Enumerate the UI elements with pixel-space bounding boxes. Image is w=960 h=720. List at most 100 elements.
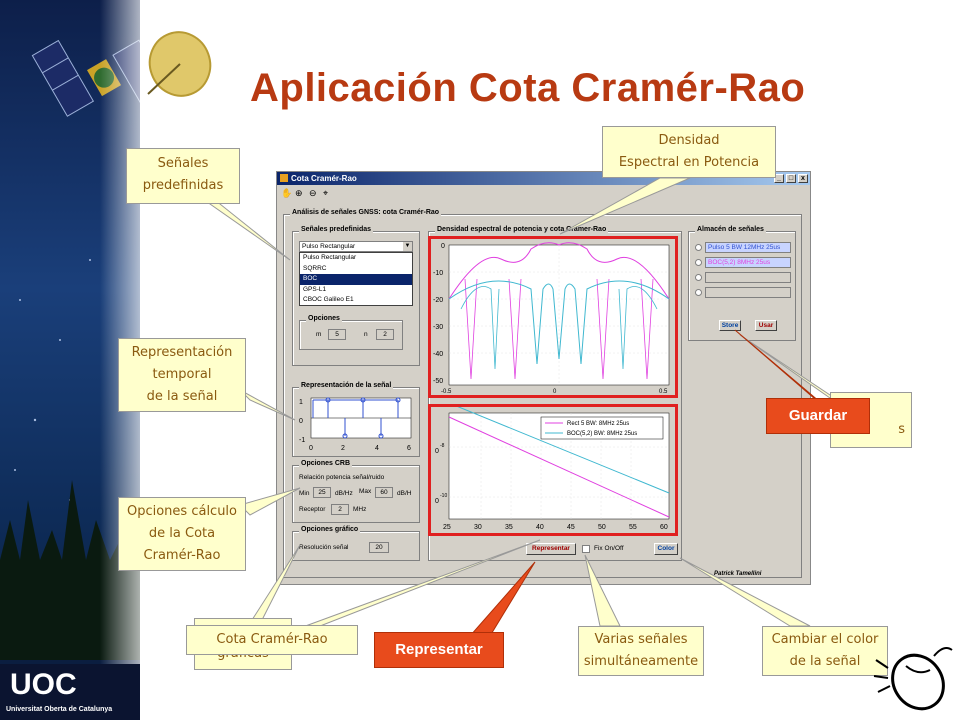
- psd-boc-series: [448, 280, 670, 365]
- minimize-button[interactable]: _: [774, 174, 784, 183]
- min-input[interactable]: 25: [313, 487, 331, 498]
- main-panel-title: Análisis de señales GNSS: cota Cramér-Ra…: [290, 209, 442, 216]
- repr-xtick: 2: [341, 445, 345, 452]
- callout-repr-line3: de la señal: [146, 389, 218, 404]
- signal-option[interactable]: GPS-L1: [303, 285, 327, 293]
- graph-options-title: Opciones gráfico: [299, 526, 361, 533]
- crb-boc-line: [448, 402, 670, 494]
- signal-option[interactable]: CBOC Galileo E1: [303, 296, 354, 304]
- crb-rect-line: [448, 416, 670, 518]
- max-label: Max: [359, 488, 372, 495]
- crb-ytick-bot: 0: [435, 498, 439, 505]
- usar-button[interactable]: Usar: [755, 320, 777, 331]
- chevron-down-icon[interactable]: ▼: [403, 242, 412, 251]
- store-slot-radio[interactable]: [695, 244, 702, 251]
- signal-select[interactable]: Pulso Rectangular ▼: [299, 241, 413, 252]
- opciones-title: Opciones: [306, 315, 342, 322]
- m-input[interactable]: 5: [328, 329, 346, 340]
- repr-xtick: 4: [375, 445, 379, 452]
- psd-rect-series: [448, 242, 670, 300]
- page-title: Aplicación Cota Cramér-Rao: [250, 66, 806, 110]
- callout-cota: Cota Cramér-Rao: [186, 625, 358, 655]
- crb-xtick: 50: [598, 524, 606, 531]
- resolution-input[interactable]: 20: [369, 542, 389, 553]
- receiver-input[interactable]: 2: [331, 504, 349, 515]
- crb-xtick: 60: [660, 524, 668, 531]
- store-slot[interactable]: BOC(5,2) 8MHz 25us: [705, 257, 791, 268]
- store-slot-radio[interactable]: [695, 259, 702, 266]
- store-panel: Almacén de señales Pulso 5 BW 12MHz 25us…: [688, 226, 796, 341]
- crb-xtick: 40: [536, 524, 544, 531]
- graph-options-panel: Opciones gráfico Resolución señal 20: [292, 526, 420, 561]
- store-slot-radio[interactable]: [695, 289, 702, 296]
- repr-ytick: -1: [299, 437, 305, 444]
- app-window: Cota Cramér-Rao _ □ x ✋ ⊕ ⊖ ⌖ Análisis d…: [276, 171, 811, 585]
- callout-repr-line1: Representación: [131, 345, 233, 360]
- psd-ytick: -50: [433, 378, 443, 385]
- fix-checkbox[interactable]: [582, 545, 590, 553]
- store-slot[interactable]: [705, 287, 791, 298]
- main-panel: Análisis de señales GNSS: cota Cramér-Ra…: [283, 209, 802, 578]
- plots-panel-title: Densidad espectral de potencia y cota Cr…: [435, 226, 609, 233]
- matlab-icon: [280, 174, 288, 182]
- callout-repr-line2: temporal: [152, 367, 212, 382]
- pan-icon[interactable]: ✋: [281, 188, 293, 198]
- psd-boc-side: [460, 286, 658, 370]
- signal-select-value: Pulso Rectangular: [302, 243, 356, 250]
- min-unit: dB/Hz: [335, 490, 353, 497]
- zoom-in-icon[interactable]: ⊕: [295, 188, 303, 198]
- psd-ytick: -10: [433, 270, 443, 277]
- store-button[interactable]: Store: [719, 320, 741, 331]
- close-button[interactable]: x: [798, 174, 808, 183]
- signal-stems: [312, 397, 401, 439]
- store-slot[interactable]: [705, 272, 791, 283]
- psd-rect-nulls: [464, 278, 654, 380]
- signal-option[interactable]: Pulso Rectangular: [303, 254, 357, 261]
- crb-ytick-top: 0: [435, 448, 439, 455]
- repr-xtick: 6: [407, 445, 411, 452]
- store-slot[interactable]: Pulso 5 BW 12MHz 25us: [705, 242, 791, 253]
- callout-varias-line1: Varias señales: [594, 632, 688, 647]
- repr-ytick: 1: [299, 399, 303, 406]
- color-button[interactable]: Color: [654, 543, 678, 555]
- min-label: Min: [299, 490, 310, 497]
- author-label: Patrick Tamellini: [714, 571, 762, 577]
- zoom-out-icon[interactable]: ⊖: [309, 188, 317, 198]
- repr-ytick: 0: [299, 418, 303, 425]
- store-slot-radio[interactable]: [695, 274, 702, 281]
- guardar-label: Guardar: [766, 398, 870, 434]
- repr-title: Representación de la señal: [299, 382, 394, 389]
- crb-xtick: 35: [505, 524, 513, 531]
- psd-xtick: -0.5: [441, 389, 452, 395]
- figure-toolbar: ✋ ⊕ ⊖ ⌖: [281, 188, 361, 200]
- maximize-button[interactable]: □: [786, 174, 796, 183]
- resolution-label: Resolución señal: [299, 544, 349, 551]
- logo-text: UOC: [10, 668, 77, 701]
- psd-xtick: 0: [553, 389, 557, 395]
- callout-varias: Varias señales simultáneamente: [578, 626, 704, 676]
- crb-xtick: 55: [629, 524, 637, 531]
- n-input[interactable]: 2: [376, 329, 394, 340]
- max-input[interactable]: 60: [375, 487, 393, 498]
- callout-guardar-tail: s: [898, 422, 905, 437]
- crb-plot-frame: Rect 5 BW: 8MHz 25us BOC(5,2) BW: 8MHz 2…: [428, 402, 678, 536]
- callout-opciones-line2: de la Cota: [148, 526, 216, 541]
- callout-senales-line2: predefinidas: [142, 178, 224, 193]
- callout-color-line2: de la señal: [789, 654, 861, 669]
- signal-option[interactable]: SQRRC: [303, 264, 327, 272]
- representar-button[interactable]: Representar: [526, 543, 576, 555]
- psd-ytick: -40: [433, 351, 443, 358]
- data-cursor-icon[interactable]: ⌖: [323, 188, 329, 198]
- max-unit: dB/H: [397, 490, 412, 497]
- fix-label: Fix On/Off: [594, 545, 624, 552]
- callout-representacion: Representación temporal de la señal: [118, 338, 246, 412]
- callout-densidad: Densidad Espectral en Potencia: [602, 126, 776, 178]
- uoc-logo: UOC Universitat Oberta de Catalunya: [0, 664, 140, 720]
- signal-option[interactable]: BOC: [300, 274, 412, 285]
- callout-opciones-line3: Cramér-Rao: [143, 548, 221, 563]
- crb-options-panel: Opciones CRB Relación potencia señal/rui…: [292, 460, 420, 523]
